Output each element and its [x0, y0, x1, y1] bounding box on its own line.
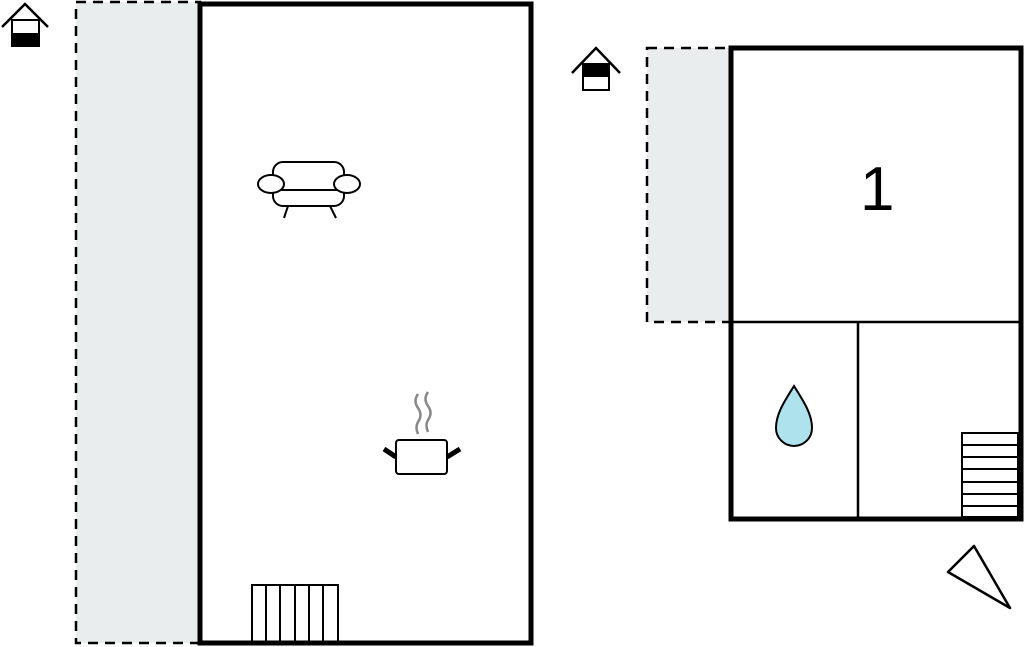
ground-floor-plan	[1, 0, 534, 646]
house-ground-floor-icon	[1, 2, 49, 47]
terrace	[645, 46, 733, 324]
terrace	[74, 0, 202, 645]
cooking-pot-icon	[382, 391, 462, 475]
first-floor-plan	[571, 45, 1024, 610]
water-drop-icon	[774, 384, 814, 447]
room-number-label: 1	[860, 155, 895, 224]
sofa-icon	[257, 161, 361, 219]
north-arrow-icon	[946, 544, 1012, 610]
house-first-floor-icon	[571, 46, 621, 91]
building-outline	[728, 45, 1024, 522]
stairs	[961, 432, 1019, 518]
building-outline	[197, 1, 534, 646]
stairs	[251, 584, 339, 644]
